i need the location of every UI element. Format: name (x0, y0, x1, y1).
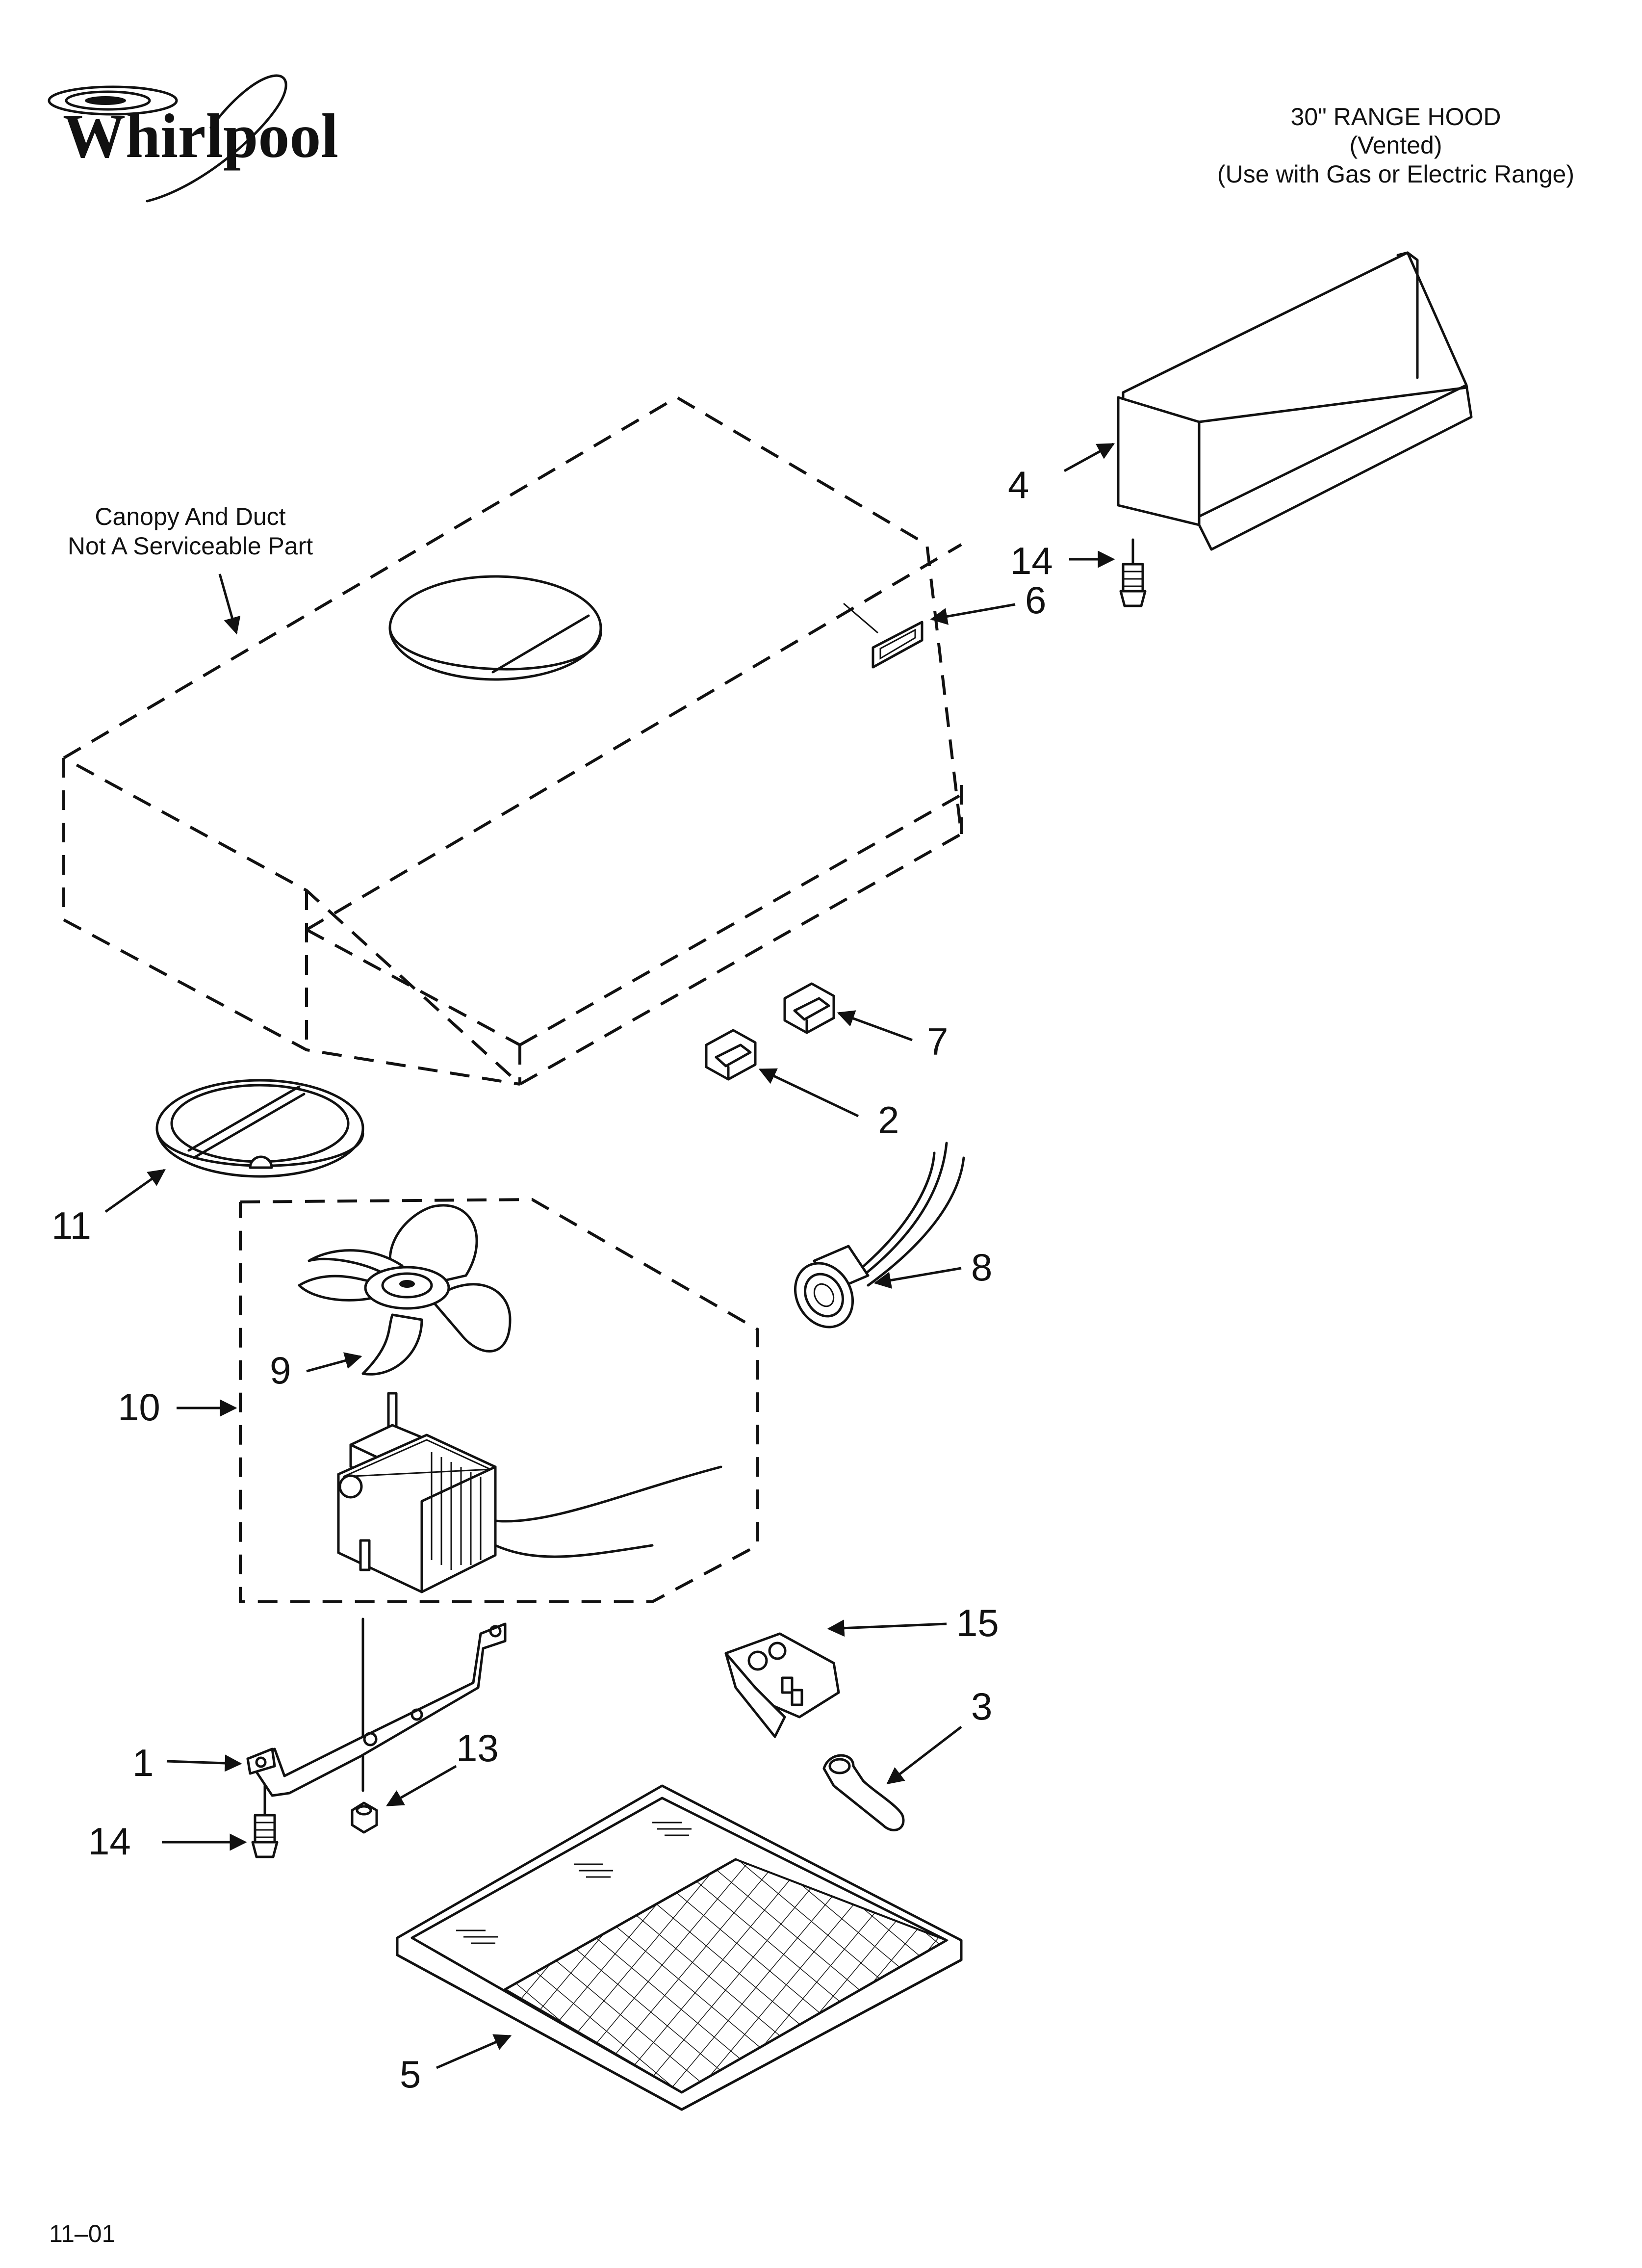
part-10-blower-outline (239, 1198, 759, 1603)
part-2-switch (705, 1029, 757, 1081)
callout-9: 9 (270, 1349, 291, 1392)
header-title: 30" RANGE HOOD (1291, 103, 1501, 130)
part-9-fan-blade (298, 1204, 512, 1376)
callout-8: 8 (971, 1246, 992, 1289)
callout-15-arrow (827, 1619, 947, 1637)
part-8-socket (794, 1142, 965, 1329)
callout-8-arrow (873, 1267, 962, 1289)
callout-1: 1 (132, 1741, 154, 1784)
part-15-lamp-bracket (724, 1632, 840, 1738)
callout-1-arrow (166, 1754, 242, 1772)
callout-10: 10 (118, 1385, 160, 1429)
whirlpool-logo: Whirlpool (48, 74, 338, 203)
part-11-ring (155, 1079, 364, 1178)
part-14-screw-bottom (251, 1784, 279, 1858)
part-14-screw-top (1119, 538, 1147, 607)
blower-motor (337, 1392, 722, 1593)
callout-2-arrow (758, 1068, 859, 1118)
callout-14-bottom: 14 (88, 1820, 131, 1863)
callout-2: 2 (878, 1098, 899, 1142)
part-5-grease-filter (396, 1784, 963, 2111)
canopy-label-line (843, 602, 878, 634)
callout-13: 13 (456, 1726, 499, 1770)
callout-15: 15 (956, 1601, 999, 1644)
callout-4: 4 (1008, 463, 1029, 506)
callout-7-arrow (837, 1010, 913, 1042)
callout-13-arrow (385, 1765, 457, 1807)
callout-5-arrow (436, 2034, 512, 2069)
callout-6-arrow (930, 603, 1016, 625)
callout-4-arrow (1063, 443, 1115, 472)
header-subtitle: (Vented) (1349, 131, 1442, 159)
callout-11-arrow (104, 1169, 166, 1213)
callout-14-top: 14 (1010, 539, 1053, 582)
canopy-outline (62, 395, 963, 1086)
note-arrow (218, 574, 241, 635)
logo-swoosh (146, 74, 287, 203)
callout-5: 5 (400, 2053, 421, 2096)
callout-6: 6 (1025, 578, 1046, 622)
footer-date-code: 11–01 (49, 2220, 115, 2247)
header-usage: (Use with Gas or Electric Range) (1217, 160, 1574, 188)
logo-swirl-outer (48, 85, 178, 116)
part-6-label (872, 621, 924, 669)
logo-swirl-mid (65, 90, 151, 111)
logo-wordmark: Whirlpool (63, 101, 338, 171)
part-1-motor-bracket (246, 1617, 507, 1797)
callout-3-arrow (886, 1726, 962, 1785)
part-4-damper (1117, 251, 1473, 551)
callout-9-arrow (306, 1352, 362, 1373)
callout-3: 3 (971, 1685, 992, 1728)
part-13-nut (351, 1801, 378, 1834)
note-line-1: Canopy And Duct (95, 503, 285, 530)
part-7-switch (783, 982, 835, 1034)
callout-7: 7 (927, 1020, 948, 1063)
note-line-2: Not A Serviceable Part (68, 532, 313, 560)
logo-swirl-inner (85, 96, 126, 105)
part-3-wire-clip (822, 1754, 905, 1831)
callout-11: 11 (51, 1204, 91, 1247)
canopy-duct-collar (388, 575, 602, 681)
